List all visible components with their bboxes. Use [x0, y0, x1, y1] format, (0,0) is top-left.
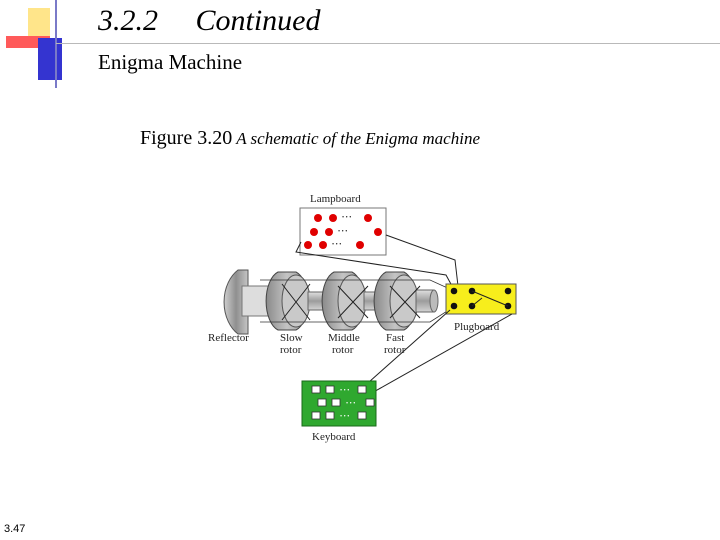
figure-caption-description: A schematic of the Enigma machine: [236, 129, 480, 148]
deco-square-yellow: [28, 8, 50, 36]
slow-rotor-label-line1: Slow: [280, 332, 303, 344]
key: [365, 398, 375, 407]
keyboard-ellipsis: • • •: [346, 401, 355, 407]
keyboard-ellipsis: • • •: [340, 388, 349, 394]
lampboard-label: Lampboard: [310, 193, 361, 205]
plug-hole: [450, 287, 458, 295]
middle-rotor-label-line1: Middle: [328, 332, 360, 344]
lamp-ellipsis: • • •: [332, 242, 341, 248]
figure-caption-lead: Figure 3.20: [140, 127, 233, 149]
wire-lampboard-plugboard: [295, 241, 453, 287]
plugboard-label: Plugboard: [454, 321, 500, 333]
slide-title: 3.2.2 Continued: [98, 4, 321, 38]
slow-rotor: [265, 271, 311, 331]
title-number: 3.2.2: [98, 4, 158, 37]
lamp-row-1: • • •: [314, 214, 372, 222]
lamp: [325, 228, 333, 236]
key: [311, 411, 321, 420]
rotor-wiring: [260, 279, 453, 323]
wire-plugboard-keyboard: [369, 313, 513, 395]
enigma-diagram: Lampboard • • • • • • • • •: [208, 193, 517, 443]
plug-cable: [471, 290, 509, 307]
lamp-row-3: • • •: [304, 241, 364, 249]
lamp: [374, 228, 382, 236]
page-number: 3.47: [4, 523, 26, 535]
fast-rotor: [373, 271, 419, 331]
figure-caption: Figure 3.20 A schematic of the Enigma ma…: [140, 127, 480, 150]
rotor-face: [281, 274, 311, 328]
fast-rotor-label-line2: rotor: [384, 344, 406, 356]
plug-hole: [504, 287, 512, 295]
key: [325, 385, 335, 394]
deco-vertical-bar: [55, 0, 57, 88]
lamp-ellipsis: • • •: [338, 229, 347, 235]
lamp-ellipsis: • • •: [342, 215, 351, 221]
lamp: [364, 214, 372, 222]
middle-rotor: [321, 271, 367, 331]
keyboard-ellipsis: • • •: [340, 414, 349, 420]
key: [311, 385, 321, 394]
key: [317, 398, 327, 407]
middle-rotor-label-line2: rotor: [332, 344, 354, 356]
key: [357, 411, 367, 420]
reflector-label: Reflector: [208, 332, 249, 344]
lamp: [304, 241, 312, 249]
wire-lampboard-plugboard: [385, 234, 459, 287]
lamp: [356, 241, 364, 249]
lamp: [319, 241, 327, 249]
lamp: [314, 214, 322, 222]
slow-rotor-label-line2: rotor: [280, 344, 302, 356]
key: [357, 385, 367, 394]
fast-rotor-label-line1: Fast: [386, 332, 404, 344]
slide-subtitle: Enigma Machine: [98, 50, 243, 74]
keyboard-keys: [311, 385, 375, 420]
keyboard-label: Keyboard: [312, 431, 356, 443]
plug-hole: [450, 302, 458, 310]
lamp: [310, 228, 318, 236]
title-divider: [56, 43, 720, 44]
key: [325, 411, 335, 420]
deco-square-blue: [38, 38, 62, 80]
lamp: [329, 214, 337, 222]
title-text: Continued: [195, 4, 321, 37]
lamp-row-2: • • •: [310, 228, 382, 236]
shaft-end: [429, 289, 439, 313]
wire-plugboard-keyboard: [359, 309, 451, 391]
key: [331, 398, 341, 407]
rotor-wiring: [281, 283, 421, 321]
